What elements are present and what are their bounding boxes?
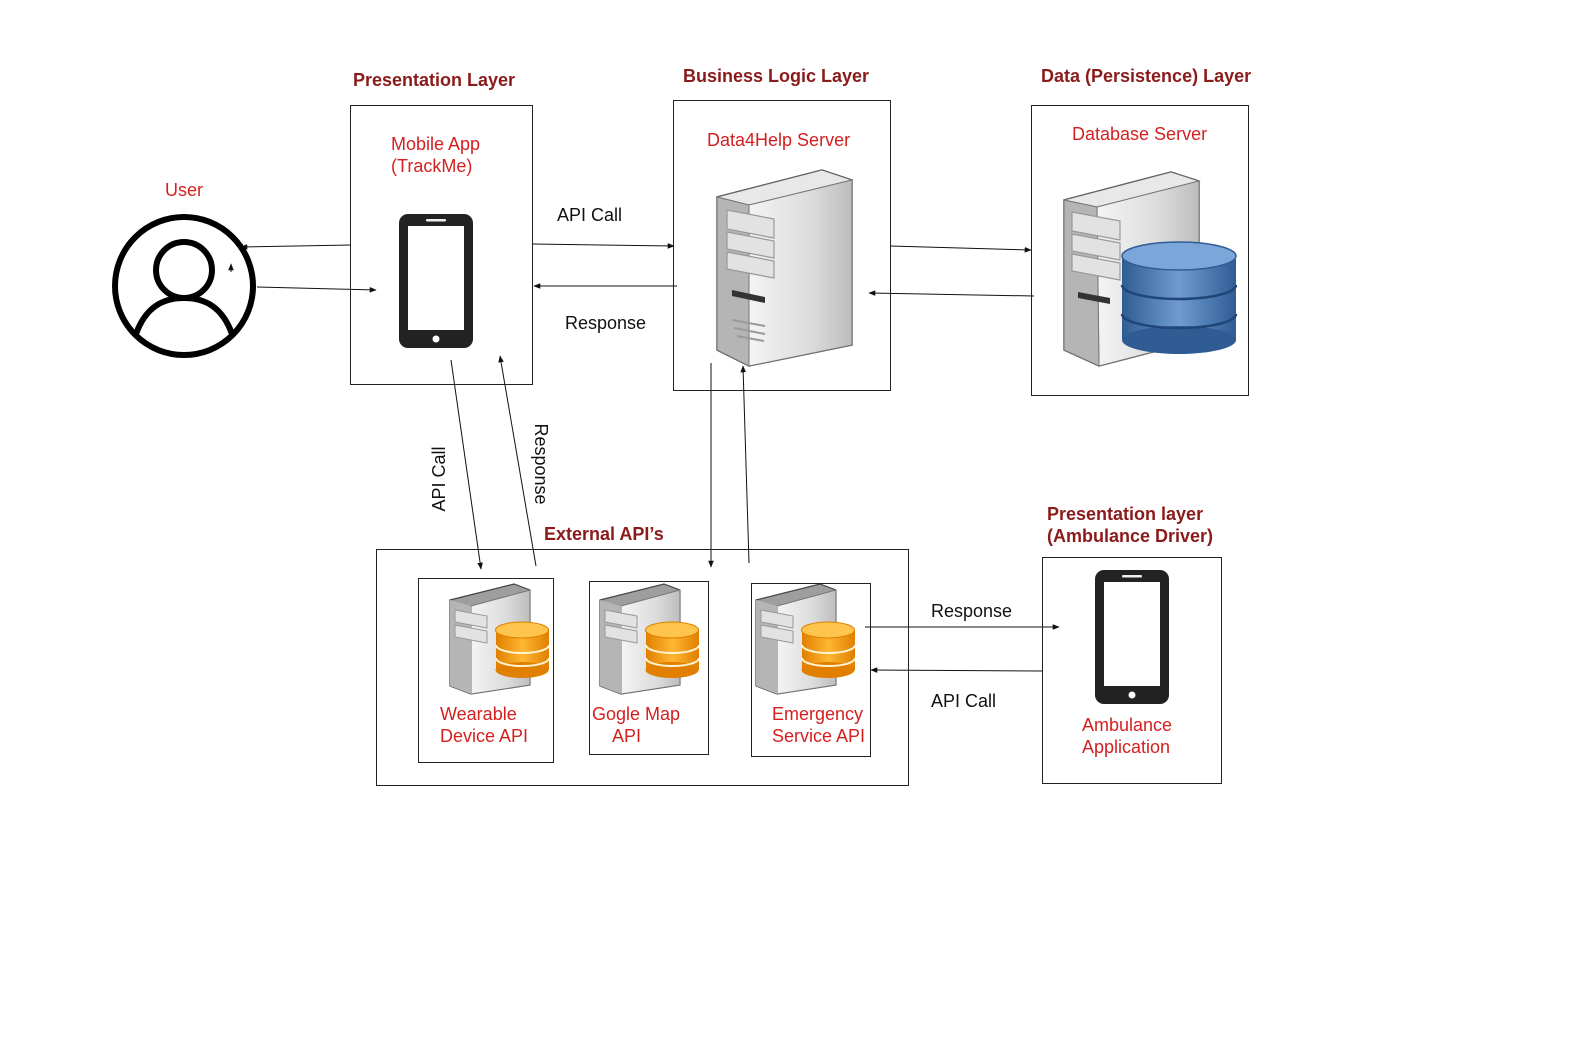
edge-label-api-call-ambulance: API Call (931, 691, 997, 711)
database-icon (449, 583, 550, 695)
server-label: Data4Help Server (707, 130, 851, 150)
edge-label-api-call-wearable: API Call (429, 446, 449, 512)
database-icon (755, 583, 856, 695)
edge-app-to-server (531, 243, 675, 249)
ambulance-label-2: Application (1082, 737, 1171, 757)
database-icon (599, 583, 700, 695)
edge-db-to-server (868, 290, 1035, 297)
edge-app-to-user (240, 244, 352, 250)
edge-label-response-server: Response (565, 313, 647, 333)
user-icon (112, 214, 256, 358)
server-icon (716, 169, 854, 367)
ambulance-app-box (1042, 557, 1222, 784)
database-label: Database Server (1072, 124, 1208, 144)
wearable-label-1: Wearable (440, 704, 517, 724)
edge-ambulance-to-emergency (870, 667, 1044, 673)
mobile-app-label-2: (TrackMe) (391, 156, 473, 176)
connectors (228, 243, 1060, 673)
heading-ambulance-presentation-2: (Ambulance Driver) (1047, 526, 1214, 546)
heading-external-apis: External API’s (544, 524, 664, 544)
heading-ambulance-presentation-1: Presentation layer (1047, 504, 1204, 524)
heading-presentation-layer: Presentation Layer (353, 70, 516, 90)
mobile-app-box (350, 105, 533, 385)
database-box (1031, 105, 1249, 396)
ambulance-label-1: Ambulance (1082, 715, 1173, 735)
emergency-label-2: Service API (772, 726, 866, 746)
edge-label-api-call-server: API Call (557, 205, 623, 225)
phone-icon (399, 214, 473, 348)
server-box (673, 100, 891, 391)
emergency-label-1: Emergency (772, 704, 864, 724)
edge-wearable-to-app (498, 355, 537, 567)
google-map-label-1: Gogle Map (592, 704, 681, 724)
edge-user-to-app (256, 286, 377, 293)
wearable-label-2: Device API (440, 726, 529, 746)
phone-icon (1095, 570, 1169, 704)
wearable-api-box (418, 578, 554, 763)
heading-business-logic-layer: Business Logic Layer (683, 66, 870, 86)
user-label: User (165, 180, 204, 200)
edge-app-to-wearable (450, 359, 483, 570)
edge-label-response-ambulance: Response (931, 601, 1013, 621)
edge-server-to-db (889, 245, 1032, 253)
external-apis-box (376, 549, 909, 786)
mobile-app-label-1: Mobile App (391, 134, 481, 154)
edge-label-response-wearable: Response (531, 423, 551, 505)
emergency-api-box (751, 583, 871, 757)
database-icon (1063, 171, 1238, 367)
google-map-api-box (589, 581, 709, 755)
heading-data-layer: Data (Persistence) Layer (1041, 66, 1252, 86)
google-map-label-2: API (612, 726, 642, 746)
edge-external-to-server (740, 365, 750, 564)
